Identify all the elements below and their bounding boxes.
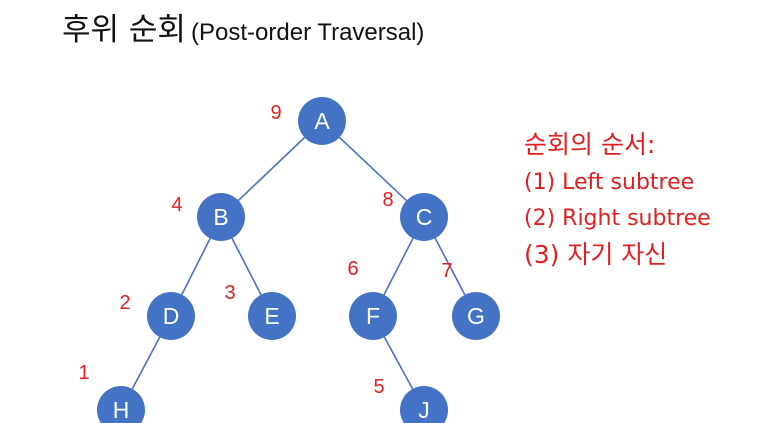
tree-node-D: D2: [119, 292, 195, 340]
page-title: 후위 순회 (Post-order Traversal): [62, 4, 424, 49]
node-circle-G: [452, 292, 500, 340]
visit-order-label-G: 7: [441, 260, 452, 282]
title-english: (Post-order Traversal): [191, 19, 425, 46]
edge-F-J: [383, 336, 414, 390]
tree-node-J: J5: [373, 376, 448, 423]
traversal-order-legend: 순회의 순서: (1) Left subtree (2) Right subtr…: [524, 128, 711, 276]
tree-node-B: B4: [171, 193, 245, 241]
edge-A-B: [237, 136, 306, 202]
visit-order-label-B: 4: [171, 194, 182, 216]
legend-item-self: (3) 자기 자신: [524, 240, 668, 269]
node-label-H: H: [113, 397, 130, 423]
visit-order-label-A: 9: [270, 102, 281, 124]
visit-order-label-H: 1: [78, 362, 89, 384]
tree-node-G: G7: [441, 260, 500, 340]
node-label-D: D: [163, 303, 180, 329]
edge-B-D: [181, 238, 211, 295]
tree-node-C: C8: [382, 189, 448, 241]
edge-D-H: [131, 336, 161, 390]
node-circle-J: [400, 386, 448, 423]
node-circle-F: [349, 292, 397, 340]
node-circle-A: [298, 97, 346, 145]
tree-node-A: A9: [270, 97, 346, 145]
edge-B-E: [231, 237, 262, 296]
legend-item-right-subtree: (2) Right subtree: [524, 206, 711, 231]
node-circle-C: [400, 193, 448, 241]
visit-order-label-C: 8: [382, 189, 393, 211]
node-circle-H: [97, 386, 145, 423]
node-label-C: C: [416, 204, 433, 230]
node-label-J: J: [418, 397, 430, 423]
legend-item-left-subtree: (1) Left subtree: [524, 170, 695, 195]
node-circle-B: [197, 193, 245, 241]
edge-C-G: [434, 237, 466, 296]
edge-A-C: [338, 136, 408, 202]
node-label-E: E: [264, 303, 279, 329]
visit-order-label-E: 3: [224, 282, 235, 304]
node-label-G: G: [467, 303, 485, 329]
visit-order-label-J: 5: [373, 376, 384, 398]
tree-node-E: E3: [224, 282, 296, 340]
node-label-B: B: [213, 204, 228, 230]
edge-C-F: [383, 237, 414, 296]
node-circle-D: [147, 292, 195, 340]
visit-order-label-D: 2: [119, 292, 130, 314]
visit-order-label-F: 6: [347, 258, 358, 280]
node-label-A: A: [314, 108, 330, 134]
node-circle-E: [248, 292, 296, 340]
legend-heading: 순회의 순서:: [524, 130, 656, 159]
node-label-F: F: [366, 303, 380, 329]
tree-node-H: H1: [78, 362, 145, 423]
tree-node-F: F6: [347, 258, 397, 340]
title-korean: 후위 순회: [62, 12, 186, 48]
